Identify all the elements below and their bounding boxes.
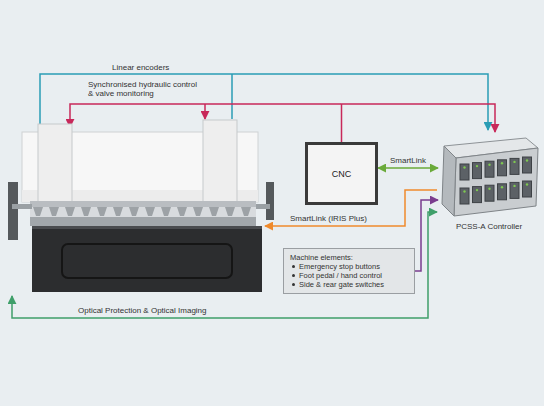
bed-edge bbox=[32, 226, 262, 229]
device-side bbox=[442, 146, 456, 216]
status-led bbox=[501, 162, 503, 164]
connector-label: SmartLink bbox=[390, 156, 426, 165]
signal-label: Optical Protection & Optical Imaging bbox=[78, 306, 207, 315]
status-led bbox=[476, 189, 478, 191]
status-led bbox=[476, 165, 478, 167]
connector-module bbox=[523, 157, 532, 173]
bullet-dot bbox=[292, 283, 295, 286]
list-item: Side & rear gate switches bbox=[290, 280, 408, 289]
list-text: Emergency stop buttons bbox=[299, 262, 380, 271]
connector-module bbox=[510, 158, 519, 174]
connector-module bbox=[523, 181, 532, 197]
lower-bed bbox=[32, 226, 262, 292]
list-item: Foot pedal / hand control bbox=[290, 271, 408, 280]
front-arm bbox=[12, 204, 32, 209]
status-led bbox=[488, 164, 490, 166]
connector-module bbox=[498, 184, 507, 200]
cnc-box: CNC bbox=[305, 142, 378, 205]
list-text: Side & rear gate switches bbox=[299, 280, 384, 289]
light-curtain bbox=[8, 182, 18, 240]
hydraulic-wire bbox=[204, 104, 206, 119]
connector-module bbox=[473, 187, 482, 203]
device-front bbox=[454, 148, 538, 216]
connector-module bbox=[460, 188, 469, 204]
signal-label: Synchronised hydraulic control & valve m… bbox=[88, 80, 200, 98]
signal-label: Linear encoders bbox=[112, 63, 169, 72]
list-text: Foot pedal / hand control bbox=[299, 271, 382, 280]
encoder-wire bbox=[40, 74, 488, 130]
status-led bbox=[463, 190, 465, 192]
connector-module bbox=[498, 160, 507, 176]
controller-illustration bbox=[438, 132, 540, 218]
connector-module bbox=[460, 164, 469, 180]
status-led bbox=[488, 188, 490, 190]
signal-label: SmartLink (IRIS Plus) bbox=[290, 214, 367, 223]
front-arm bbox=[256, 204, 270, 209]
controller-device: PCSS-A Controller bbox=[438, 132, 540, 234]
bed-slot bbox=[62, 244, 232, 278]
list-item: Emergency stop buttons bbox=[290, 262, 408, 271]
encoder-wire bbox=[231, 74, 233, 119]
signal-connector bbox=[342, 104, 496, 142]
bullet-dot bbox=[292, 265, 295, 268]
connector-module bbox=[485, 161, 494, 177]
connector-module bbox=[485, 185, 494, 201]
connector-module bbox=[510, 182, 519, 198]
status-led bbox=[501, 186, 503, 188]
punch-holder bbox=[30, 201, 256, 207]
light-curtain bbox=[266, 182, 274, 220]
note-heading: Machine elements: bbox=[290, 253, 408, 262]
status-led bbox=[513, 161, 515, 163]
connector-module bbox=[473, 163, 482, 179]
signal-connector bbox=[378, 167, 438, 169]
bullet-dot bbox=[292, 274, 295, 277]
status-led bbox=[526, 159, 528, 161]
node-label: PCSS-A Controller bbox=[438, 222, 540, 231]
optical-wire bbox=[12, 212, 437, 318]
punch-row bbox=[30, 207, 256, 217]
status-led bbox=[513, 185, 515, 187]
status-led bbox=[463, 166, 465, 168]
signal-connector bbox=[415, 200, 438, 271]
machine-elements-box: Machine elements:Emergency stop buttonsF… bbox=[283, 248, 415, 294]
die bbox=[30, 217, 256, 226]
node-label: CNC bbox=[332, 169, 352, 179]
status-led bbox=[526, 183, 528, 185]
